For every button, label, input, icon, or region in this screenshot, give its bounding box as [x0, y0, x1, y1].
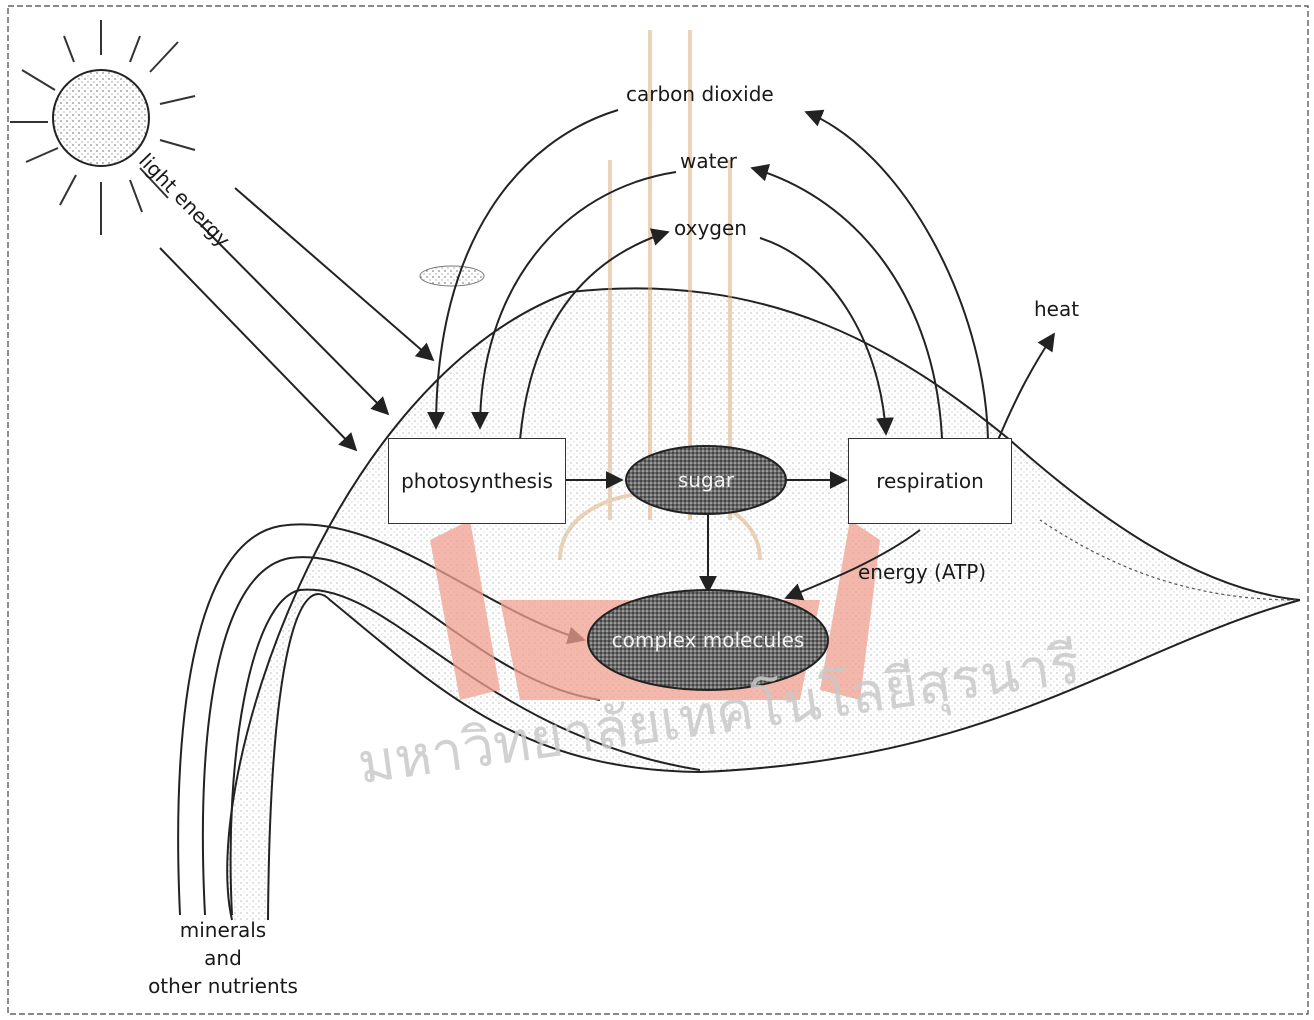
sun-icon — [10, 20, 195, 235]
oxygen-label: oxygen — [674, 218, 747, 238]
respiration-label: respiration — [876, 469, 984, 493]
respiration-box: respiration — [848, 438, 1012, 524]
water-label: water — [680, 151, 737, 171]
heat-label: heat — [1034, 299, 1079, 319]
photosynthesis-box: photosynthesis — [388, 438, 566, 524]
carbon-dioxide-label: carbon dioxide — [626, 84, 774, 104]
complex-molecules-label: complex molecules — [588, 622, 828, 658]
energy-atp-label: energy (ATP) — [858, 562, 986, 582]
sugar-label: sugar — [626, 462, 786, 498]
minerals-label: minerals and other nutrients — [128, 916, 318, 1000]
photosynthesis-label: photosynthesis — [401, 469, 553, 493]
cloud-icon — [420, 266, 484, 286]
